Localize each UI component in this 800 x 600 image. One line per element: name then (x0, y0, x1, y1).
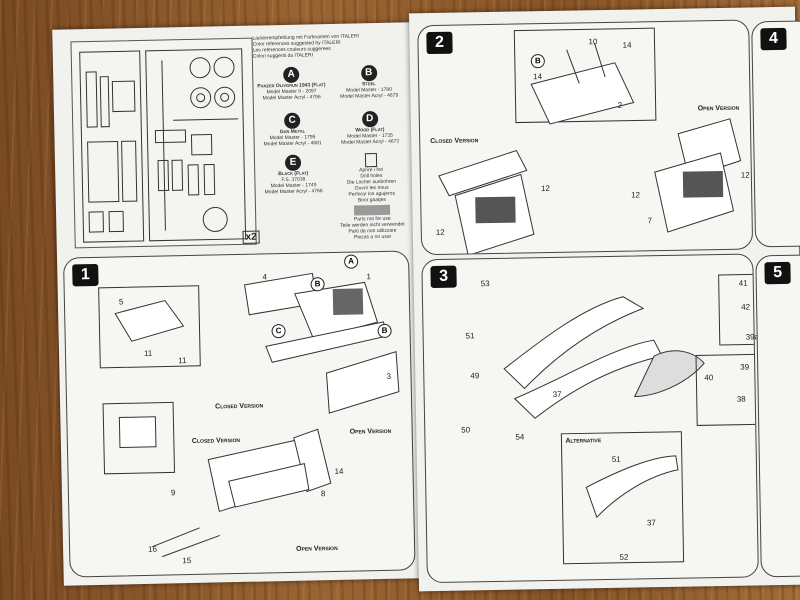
part-number: 14 (334, 466, 344, 476)
paint-e: E Black (Flat) F.S. 37038 Model Master -… (253, 154, 334, 196)
part-number: 14 (622, 40, 632, 50)
drill-line: Boor gaatjes (357, 196, 386, 204)
paint-header: Lackierempfehlung mit Farbnamen von ITAL… (252, 32, 402, 59)
open-version-label: Open Version (349, 427, 392, 436)
paint-line: Model Master Acryl - 4768 (264, 188, 323, 196)
part-number: 51 (611, 454, 621, 464)
step-1-panel: 1 5 11 11 4 1 (62, 250, 416, 578)
step-2-drawing (438, 27, 742, 255)
sprue-diagram (70, 37, 257, 249)
part-number: 3 (386, 371, 392, 381)
part-number: 16 (148, 544, 158, 554)
part-number: 42 (741, 302, 751, 312)
step-number: 5 (764, 261, 791, 285)
part-number: 39 (740, 362, 750, 372)
part-number: 15 (182, 556, 192, 566)
part-number: 54 (515, 432, 525, 442)
paint-code: C (284, 112, 301, 129)
part-number: 41 (738, 278, 748, 288)
instruction-sheet-right: 2 10 14 14 2 12 12 12 12 7 B Closed V (408, 6, 800, 592)
closed-version-label: Closed Version (430, 137, 479, 146)
paint-code: E (284, 154, 302, 171)
part-number: 1 (366, 272, 372, 282)
paint-line: Model Master Acryl - 4796 (262, 94, 321, 102)
paint-line: Model Master Acryl - 4679 (340, 92, 399, 100)
part-number: 11 (143, 348, 153, 358)
open-version-label: Open Version (296, 544, 338, 553)
paint-a: A Panzer Olivgrun 1943 (Flat) Model Mast… (251, 66, 332, 102)
closed-version-label: Closed Version (215, 402, 264, 411)
step-3-drawing (503, 273, 758, 565)
instruction-sheet-left: x2 Lackierempfehlung mit Farbnamen von I… (52, 22, 422, 586)
alternative-label: Alternative (565, 437, 602, 445)
part-number: 37 (646, 518, 656, 528)
step-4-panel: 4 (751, 20, 800, 248)
part-number: 53 (480, 279, 490, 289)
grey-swatch (353, 204, 391, 216)
not-used-line: Piezas a no usar (353, 233, 392, 241)
step-1-drawing (98, 272, 400, 558)
part-number: 37 (552, 389, 562, 399)
paint-line: Model Master Acryl - 4681 (263, 140, 322, 148)
closed-version-label: Closed Version (191, 436, 241, 445)
part-number: 12 (740, 170, 750, 180)
step-5-panel: 5 (755, 254, 800, 578)
part-number: 8 (320, 489, 326, 499)
paint-code: A (283, 66, 300, 83)
step-2-panel: 2 10 14 14 2 12 12 12 12 7 B Closed V (417, 19, 754, 256)
not-used-note: Parts not for use Teile werden nicht ver… (336, 204, 409, 241)
part-number: 11 (178, 356, 187, 366)
part-number: 2 (617, 100, 623, 110)
step-number: 4 (760, 27, 787, 51)
paint-line: Model Master Acryl - 4673 (341, 138, 400, 146)
sprue-drawing (79, 48, 247, 243)
part-number: 7 (647, 216, 653, 226)
open-version-label: Open Version (697, 104, 740, 113)
part-number: 4 (262, 272, 267, 282)
part-number: 12 (631, 190, 641, 200)
part-number: 38 (736, 394, 746, 404)
x2-label: x2 (242, 230, 260, 244)
step-3-panel: 3 53 51 49 37 50 54 41 42 39a 40 39 38 5… (421, 253, 759, 584)
part-number: 10 (588, 37, 598, 47)
part-number: 14 (533, 72, 543, 82)
part-number: 9 (170, 488, 176, 498)
drill-note: Aprire i fori Drill holes Die Locher aus… (335, 152, 408, 203)
paint-b: B Steel Model Master - 1780 Model Master… (331, 64, 407, 100)
part-number: 51 (465, 331, 475, 341)
part-number: 5 (118, 297, 124, 307)
part-number: 12 (435, 227, 445, 237)
part-number: 49 (470, 371, 480, 381)
paint-d: D Wood (Flat) Model Master - 1735 Model … (332, 110, 408, 146)
paint-code: B (360, 65, 377, 82)
part-number: 52 (619, 552, 629, 562)
part-number: 12 (540, 183, 551, 194)
part-number: 50 (461, 425, 471, 435)
drill-icon (364, 153, 378, 168)
paint-code: D (361, 111, 378, 128)
part-number: 40 (704, 373, 714, 383)
paint-c: C Gun Metal Model Master - 1795 Model Ma… (252, 112, 333, 148)
